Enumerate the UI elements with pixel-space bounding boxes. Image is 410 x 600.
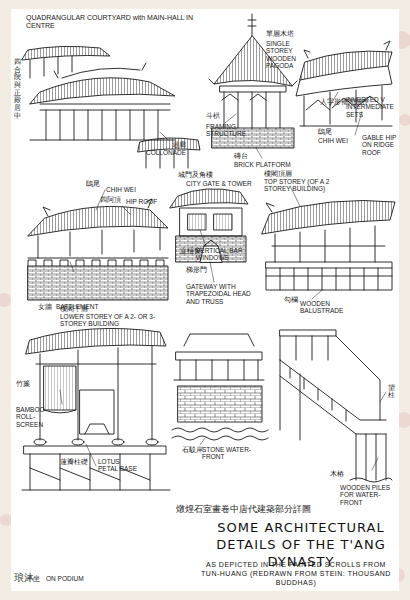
- gable-hip-roof-sketch: [296, 41, 392, 126]
- part-label: WOODEN PILES FOR WATER-FRONT: [340, 484, 396, 506]
- part-label: 磚台: [234, 152, 248, 159]
- part-label: 梯形門: [186, 266, 207, 273]
- part-label: 竹簾: [16, 380, 30, 387]
- leader-lines: [60, 92, 386, 470]
- part-label: BAMBOO ROLL-SCREEN: [16, 406, 42, 428]
- part-label: QUADRANGULAR COURTYARD with MAIN-HALL IN…: [26, 14, 216, 30]
- part-label: TOP STOREY (OF A 2 STOREY BUILDING): [264, 178, 344, 193]
- part-label: 蓮瓣柱礎: [60, 458, 88, 465]
- part-label: 樓閣下層: [60, 305, 88, 312]
- part-label: 斗栱: [206, 112, 220, 119]
- part-label: 木樁: [330, 470, 344, 477]
- part-label: 女牆: [38, 303, 52, 310]
- caption: AS DEPICTED IN THE PAINTED SCROLLS FROM …: [196, 560, 396, 587]
- part-label: LOWER STOREY OF A 2- OR 3- STOREY BUILDI…: [60, 313, 156, 328]
- part-label: 城門及角樓: [178, 171, 213, 178]
- part-label: CHIH WEI: [106, 186, 146, 193]
- part-label: BRICK PLATFORM: [234, 161, 294, 168]
- part-label: 望柱: [388, 384, 395, 398]
- part-label: 單層木塔: [266, 30, 294, 37]
- part-label: 樓閣頂層: [264, 170, 292, 177]
- paper-sheet: [11, 9, 399, 591]
- part-label: 四阿頂: [100, 196, 121, 203]
- part-label: 勾欄: [284, 296, 298, 303]
- part-label: VERTICAL BAR WINDOWS: [196, 247, 256, 262]
- part-label: CHIH WEI: [318, 137, 358, 144]
- part-label: 石駁岸: [182, 446, 203, 453]
- top-storey-sketch: [262, 201, 395, 291]
- balustrade-bridge-sketch: [280, 330, 392, 482]
- part-label: WOODEN BALUSTRADE: [300, 300, 354, 315]
- part-label: HIP ROOF: [126, 198, 166, 205]
- part-label: 四合院與正殿居中: [14, 58, 21, 120]
- part-label: 鴟尾: [86, 180, 100, 187]
- part-label: CITY GATE & TOWER: [186, 180, 252, 187]
- part-label: STONE WATER-FRONT: [202, 446, 262, 461]
- chinese-title: 燉煌石室畫卷中唐代建築部分詳圖: [176, 504, 311, 514]
- part-label: 鴟尾: [318, 128, 332, 135]
- part-label: LOTUS PETAL BASE: [98, 458, 138, 473]
- part-label: GATEWAY WITH TRAPEZOIDAL HEAD AND TRUSS: [186, 283, 262, 305]
- watermark: 琅沐: [14, 572, 34, 584]
- part-label: SINGLE STOREY WOODEN PAGODA: [266, 40, 316, 70]
- part-label: ON PODIUM: [46, 575, 84, 582]
- part-label: 迴廊: [172, 141, 186, 148]
- lower-storey-pavilion-sketch: [22, 328, 170, 490]
- part-label: INVERTED V INTERMEDIATE SETS: [346, 96, 398, 118]
- stone-waterfront-sketch: [172, 334, 268, 440]
- part-label: GABLE HIP ON RIDGE ROOF: [362, 134, 398, 156]
- courtyard-sketch: [22, 46, 200, 168]
- hip-roof-wall-sketch: [28, 199, 168, 300]
- part-label: COLLONADE: [146, 149, 186, 156]
- part-label: FRAMING STRUCTURE: [206, 123, 252, 138]
